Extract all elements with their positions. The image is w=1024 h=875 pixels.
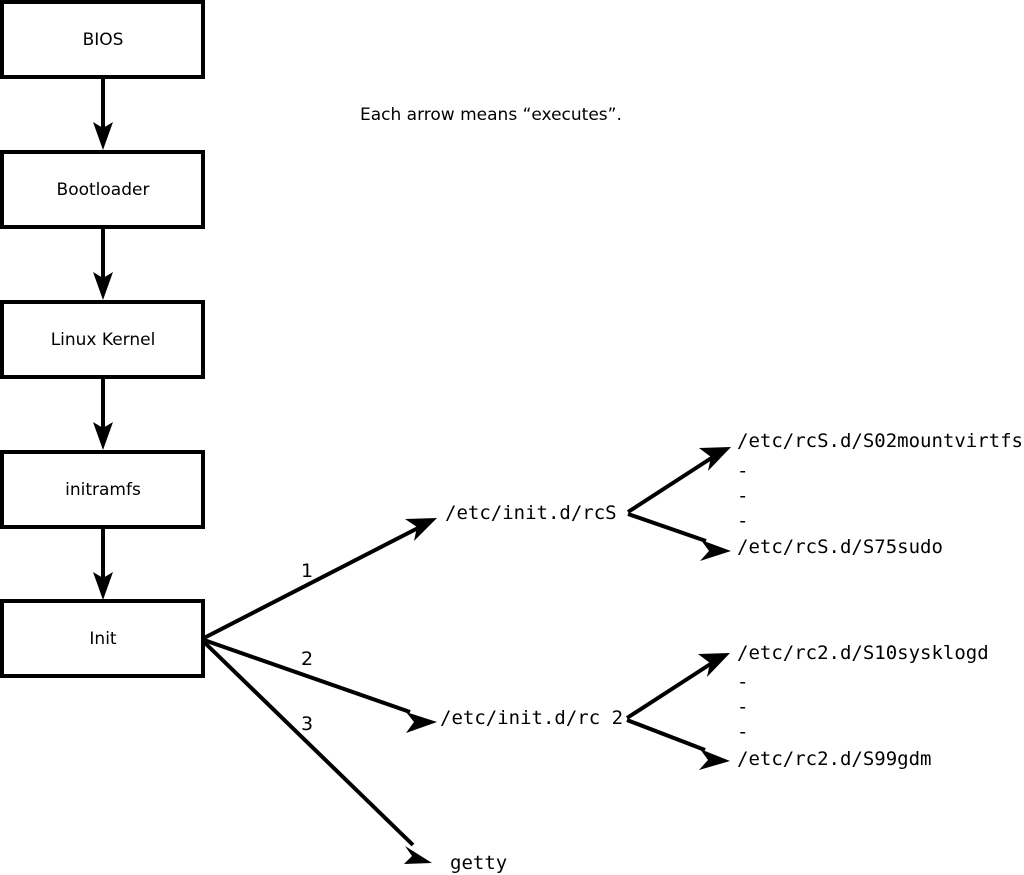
script-ellipsis-rcs-3: - <box>737 510 748 532</box>
edge-bootloader-to-kernel <box>93 227 113 300</box>
arrow-head-icon <box>698 653 730 677</box>
arrow-head-icon <box>93 272 113 300</box>
edge-rcs-to-s75sudo <box>627 512 731 561</box>
target-label-getty: getty <box>450 852 507 874</box>
node-linux-kernel-label: Linux Kernel <box>51 330 156 350</box>
script-ellipsis-rcs-1: - <box>737 460 748 482</box>
edge-rcs-to-s02mountvirtfs <box>626 447 731 514</box>
script-label-rcs-last: /etc/rcS.d/S75sudo <box>737 536 943 558</box>
arrow-head-icon <box>406 712 437 733</box>
node-init-label: Init <box>89 629 117 649</box>
script-label-rcs-first: /etc/rcS.d/S02mountvirtfs <box>737 430 1023 452</box>
script-ellipsis-rc2-2: - <box>737 696 748 718</box>
node-bootloader[interactable]: Bootloader <box>0 150 205 229</box>
node-linux-kernel[interactable]: Linux Kernel <box>0 300 205 379</box>
edge-rc2-to-s10sysklogd <box>625 653 730 720</box>
script-label-rc2-first: /etc/rc2.d/S10sysklogd <box>737 642 989 664</box>
script-ellipsis-rc2-3: - <box>737 721 748 743</box>
node-linux-kernel-rect <box>0 300 205 379</box>
branch-label-3: 3 <box>301 713 313 735</box>
arrow-head-icon <box>93 572 113 600</box>
target-label-rcs: /etc/init.d/rcS <box>445 502 617 524</box>
branch-label-1: 1 <box>301 560 313 582</box>
arrow-head-icon <box>93 122 113 150</box>
edge-initramfs-to-init <box>93 527 113 600</box>
edge-kernel-to-initramfs <box>93 377 113 450</box>
arrow-head-icon <box>699 749 730 770</box>
script-ellipsis-rc2-1: - <box>737 671 748 693</box>
edge-init-to-rc2 <box>203 638 437 733</box>
arrow-head-icon <box>93 422 113 450</box>
node-bootloader-rect <box>0 150 205 229</box>
node-init-rect <box>0 599 205 678</box>
node-bios[interactable]: BIOS <box>0 0 205 79</box>
node-initramfs-label: initramfs <box>65 480 141 500</box>
edge-init-to-getty <box>202 640 432 864</box>
script-ellipsis-rcs-2: - <box>737 485 748 507</box>
edge-init-to-rcs <box>203 518 437 640</box>
node-bios-label: BIOS <box>83 30 124 50</box>
script-label-rc2-last: /etc/rc2.d/S99gdm <box>737 748 931 770</box>
arrow-head-icon <box>700 540 731 561</box>
node-initramfs-rect <box>0 450 205 529</box>
arrow-head-icon <box>404 846 432 864</box>
arrow-head-icon <box>699 447 731 471</box>
node-bootloader-label: Bootloader <box>57 180 150 200</box>
edge-rc2-to-s99gdm <box>626 718 730 770</box>
node-init[interactable]: Init <box>0 599 205 678</box>
target-label-rc2: /etc/init.d/rc 2 <box>440 707 623 729</box>
node-bios-rect <box>0 0 205 79</box>
diagram-note: Each arrow means “executes”. <box>360 105 622 125</box>
branch-label-2: 2 <box>301 648 313 670</box>
arrow-head-icon <box>405 518 437 541</box>
node-initramfs[interactable]: initramfs <box>0 450 205 529</box>
edge-bios-to-bootloader <box>93 77 113 150</box>
